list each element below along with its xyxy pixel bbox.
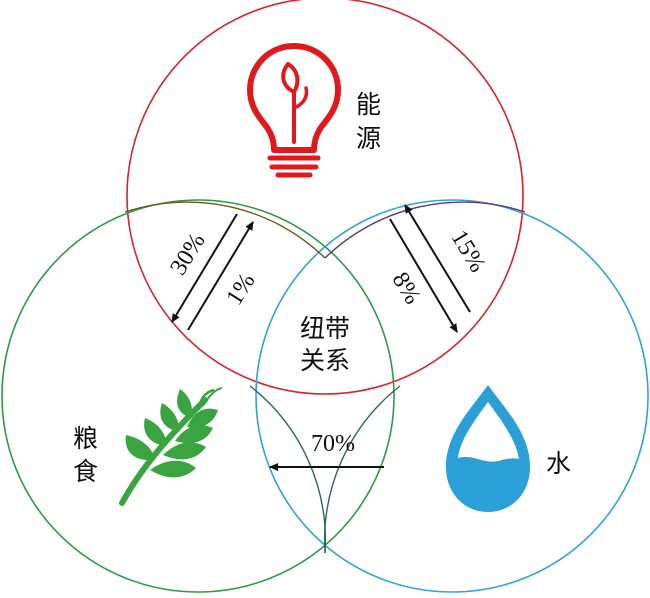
water-label: 水 <box>546 449 571 478</box>
water-drop-icon <box>446 385 530 512</box>
center-label-line2: 关系 <box>300 346 350 375</box>
energy-to-water-arrow <box>389 218 458 333</box>
food-to-energy-value: 1% <box>222 269 261 310</box>
food-circle <box>1 199 395 593</box>
energy-water-overlap-edge <box>324 201 526 259</box>
food-water-overlap-edge <box>249 385 327 554</box>
food-label-line1: 粮 <box>73 424 98 453</box>
food-to-energy-arrow <box>187 221 254 331</box>
water-circle <box>255 199 649 593</box>
wheat-icon <box>119 387 223 506</box>
water-to-energy-value: 15% <box>446 226 491 277</box>
water-to-food-value: 70% <box>311 431 355 457</box>
water-to-energy-arrow <box>404 204 471 313</box>
energy-circle <box>126 0 524 395</box>
energy-to-food-arrow <box>171 213 238 323</box>
energy-label-line1: 能 <box>356 90 381 119</box>
energy-food-overlap-edge <box>124 201 326 259</box>
center-label-line1: 纽带 <box>300 314 350 343</box>
energy-label-line2: 源 <box>356 124 381 153</box>
lightbulb-icon <box>247 43 341 178</box>
food-label-line2: 食 <box>73 457 98 486</box>
energy-to-food-value: 30% <box>165 229 210 280</box>
food-water-overlap-edge-2 <box>323 385 401 554</box>
energy-to-water-value: 8% <box>387 268 426 309</box>
